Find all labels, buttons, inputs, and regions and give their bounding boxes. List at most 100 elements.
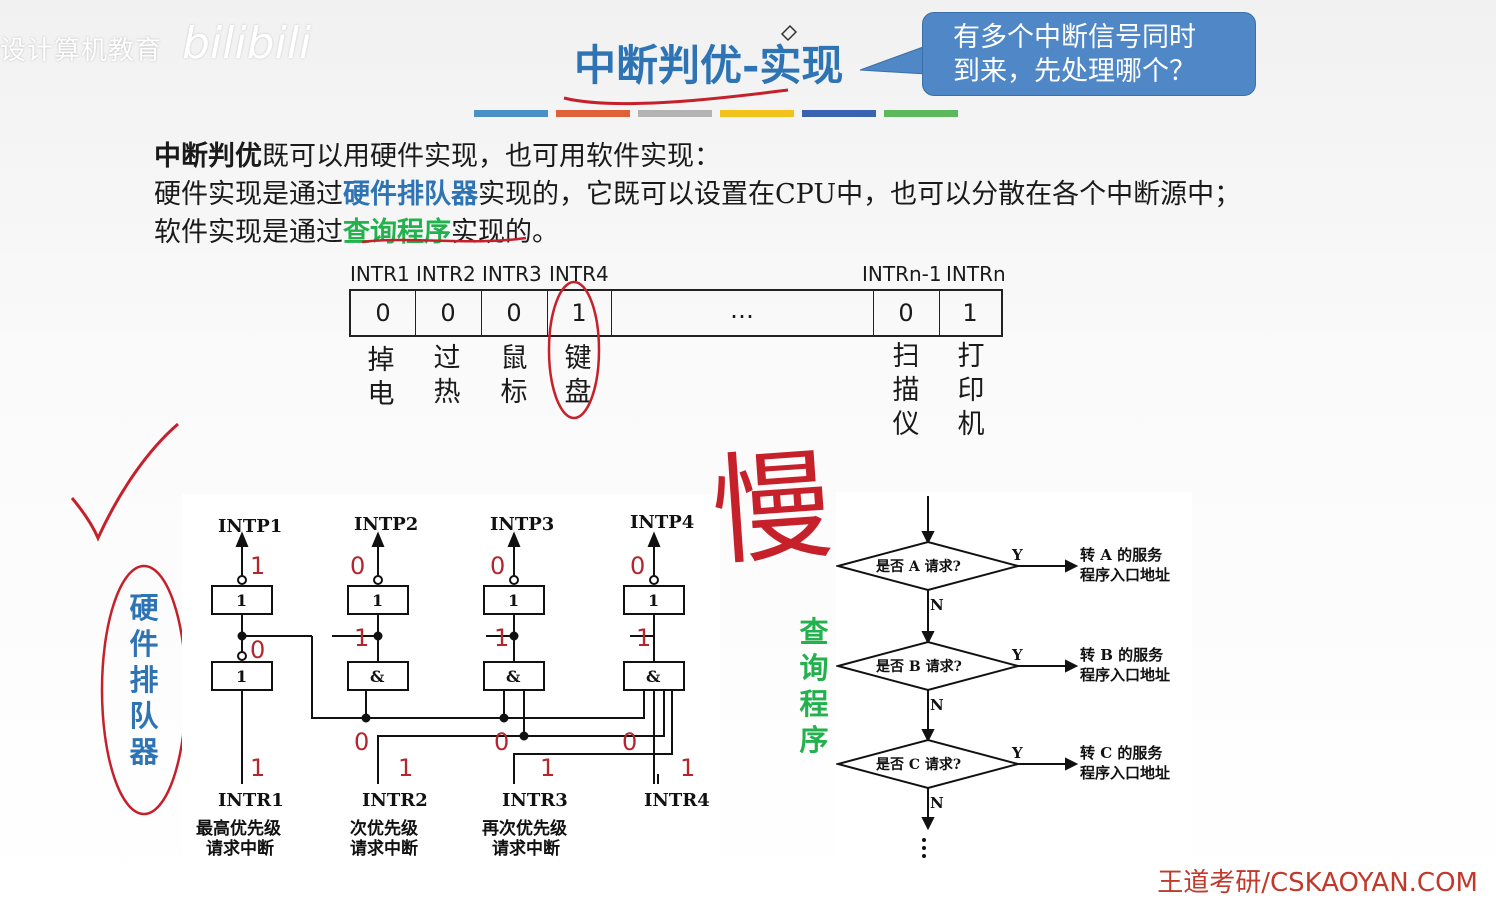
annotation-value: 0 — [250, 636, 265, 664]
register-cell: 0 — [873, 291, 940, 335]
device-label: 过热 — [433, 343, 461, 408]
intro-line-3-pre: 软件实现是通过 — [154, 217, 343, 248]
gate-bottom-label: & — [646, 667, 661, 686]
callout-line-2: 到来，先处理哪个？ — [953, 56, 1196, 87]
page-title: 中断判优-实现 — [574, 41, 844, 90]
register-ellipsis: … — [611, 291, 874, 335]
yes-label: Y — [1011, 646, 1023, 664]
register-cell: 0 — [415, 291, 482, 335]
device-label: 扫描仪 — [892, 341, 920, 440]
keyboard-circle-annotation — [547, 280, 601, 420]
annotation-value: 1 — [540, 754, 555, 782]
query-program-label: 查询程序 — [799, 615, 829, 757]
yes-label: Y — [1011, 546, 1023, 564]
intro-bold-term: 中断判优 — [154, 141, 262, 172]
annotation-value: 0 — [350, 552, 365, 580]
query-program-term: 查询程序 — [343, 217, 451, 248]
bilibili-logo: bilibili — [182, 18, 312, 69]
device-label: 键盘 — [564, 343, 592, 408]
callout-line-1: 有多个中断信号同时 — [953, 22, 1196, 53]
intro-line-1: 中断判优既可以用硬件实现，也可用软件实现： — [154, 134, 721, 173]
intro-line-2: 硬件实现是通过硬件排队器实现的，它既可以设置在CPU中，也可以分散在各个中断源中… — [154, 172, 1241, 211]
register-label-n-1: INTRn-1 — [862, 262, 942, 286]
gate-top-label: 1 — [372, 591, 383, 610]
action-c-line-2: 程序入口地址 — [1080, 764, 1170, 782]
intp-label-3: INTP3 — [490, 514, 554, 535]
intro-line-2-pre: 硬件实现是通过 — [154, 179, 343, 210]
annotation-value: 0 — [494, 728, 509, 756]
action-a-line-2: 程序入口地址 — [1080, 566, 1170, 584]
decision-c: 是否 C 请求? — [876, 756, 961, 773]
title-underline-annotation — [563, 24, 798, 106]
no-label: N — [930, 596, 944, 614]
annotation-value: 1 — [398, 754, 413, 782]
action-b-line-1: 转 B 的服务 — [1080, 646, 1164, 664]
action-b-line-2: 程序入口地址 — [1080, 666, 1170, 684]
intr-label-1: INTR1 — [218, 790, 284, 811]
action-c-line-1: 转 C 的服务 — [1080, 744, 1163, 762]
register-cell: 1 — [962, 299, 978, 327]
decision-b: 是否 B 请求? — [876, 658, 962, 675]
intp-label-4: INTP4 — [630, 512, 694, 533]
intp-label-2: INTP2 — [354, 514, 418, 535]
no-label: N — [930, 696, 944, 714]
yes-label: Y — [1011, 744, 1023, 762]
caption-line: 最高优先级 — [196, 818, 281, 839]
checkmark-annotation — [70, 422, 179, 542]
title-color-bar — [720, 110, 794, 117]
title-color-bar — [474, 110, 548, 117]
register-label-n: INTRn — [946, 262, 1006, 286]
hardware-queue-label: 硬件排队器 — [129, 591, 159, 769]
hardware-queue-diagram: INTP1 INTP2 INTP3 INTP4 1 1 1 1 1 & & & … — [182, 494, 720, 866]
caption-line: 再次优先级 — [482, 818, 567, 839]
no-label: N — [930, 794, 944, 812]
watermark-text: 设计算机教育 — [0, 36, 163, 66]
device-label: 掉电 — [367, 345, 395, 410]
caption-line: 次优先级 — [350, 818, 418, 839]
annotation-value: 1 — [680, 754, 695, 782]
device-label: 鼠标 — [500, 343, 528, 408]
query-underline-annotation — [361, 236, 527, 244]
register-label-3: INTR3 — [482, 262, 542, 286]
annotation-value: 1 — [250, 552, 265, 580]
title-color-bar — [556, 110, 630, 117]
action-a-line-1: 转 A 的服务 — [1080, 546, 1163, 564]
intp-label-1: INTP1 — [218, 516, 282, 537]
gate-top-label: 1 — [508, 591, 519, 610]
gate-bottom-label: 1 — [236, 667, 247, 686]
annotation-value: 1 — [636, 624, 651, 652]
hardware-queue-term: 硬件排队器 — [343, 179, 478, 210]
caption-line: 请求中断 — [350, 838, 418, 859]
annotation-value: 0 — [630, 552, 645, 580]
device-label: 打印机 — [957, 341, 985, 440]
intro-line-3-post: 实现的。 — [451, 217, 559, 248]
gate-top-label: 1 — [236, 591, 247, 610]
register-cell: 0 — [481, 291, 548, 335]
annotation-value: 0 — [354, 728, 369, 756]
caption-line: 请求中断 — [206, 838, 274, 859]
annotation-value: 1 — [354, 624, 369, 652]
intro-line-1-text: 既可以用硬件实现，也可用软件实现： — [262, 141, 721, 172]
brand-footer: 王道考研/CSKAOYAN.COM — [1157, 868, 1478, 898]
intro-line-3: 软件实现是通过查询程序实现的。 — [154, 210, 559, 249]
register-label-2: INTR2 — [416, 262, 476, 286]
title-color-bar — [638, 110, 712, 117]
gate-bottom-label: & — [506, 667, 521, 686]
register-label-1: INTR1 — [350, 262, 410, 286]
register-cell: 1 — [547, 291, 612, 335]
intr-label-4: INTR4 — [644, 790, 710, 811]
title-color-bar — [802, 110, 876, 117]
annotation-value: 0 — [490, 552, 505, 580]
gate-top-label: 1 — [648, 591, 659, 610]
callout-bubble: 有多个中断信号同时 到来，先处理哪个？ — [922, 12, 1256, 96]
decision-a: 是否 A 请求? — [876, 558, 961, 575]
intr-label-2: INTR2 — [362, 790, 428, 811]
title-color-bar — [884, 110, 958, 117]
slow-handwritten-note: 慢 — [707, 435, 837, 584]
gate-bottom-label: & — [370, 667, 385, 686]
intr-label-3: INTR3 — [502, 790, 568, 811]
caption-line: 请求中断 — [492, 838, 560, 859]
interrupt-register: 0 0 0 1 … 0 1 — [349, 289, 1003, 337]
intro-line-2-post: 实现的，它既可以设置在CPU中，也可以分散在各个中断源中； — [478, 179, 1242, 210]
register-cell: 0 — [351, 291, 416, 335]
